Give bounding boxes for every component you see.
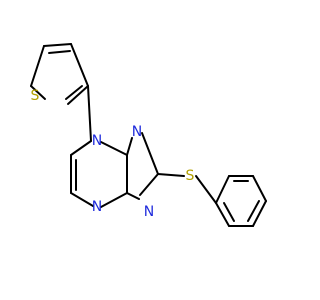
bond [100, 141, 128, 156]
bond [30, 85, 46, 100]
bond [100, 192, 128, 208]
bond [65, 85, 83, 100]
bond [157, 173, 185, 177]
bond [70, 140, 92, 156]
triazole-lower-nitrogen-label: N [144, 204, 154, 220]
bond [252, 200, 267, 227]
bond [87, 85, 92, 142]
bond [126, 192, 140, 200]
bond [252, 175, 267, 202]
bond [126, 137, 133, 156]
pyrimidine-nitrogen-label: N [92, 199, 102, 215]
bond [48, 50, 71, 54]
bond [70, 43, 89, 87]
thiophene-sulfur-label: S [31, 88, 40, 104]
bond [247, 200, 260, 222]
bond [215, 202, 230, 227]
bond [195, 175, 217, 204]
molecular-structure: S S N N N N [30, 43, 267, 227]
bond [43, 43, 72, 47]
bonds [30, 43, 267, 227]
bond [67, 85, 89, 105]
bond [139, 173, 159, 196]
bond [215, 175, 230, 204]
bond [223, 202, 235, 222]
bond [70, 192, 94, 207]
bridgehead-nitrogen-label: N [92, 133, 102, 149]
bond [30, 45, 45, 87]
thioether-sulfur-label: S [186, 168, 195, 184]
triazole-nitrogen-label: N [132, 124, 142, 140]
atom-labels: S S N N N N [31, 88, 195, 220]
bond [141, 132, 159, 175]
